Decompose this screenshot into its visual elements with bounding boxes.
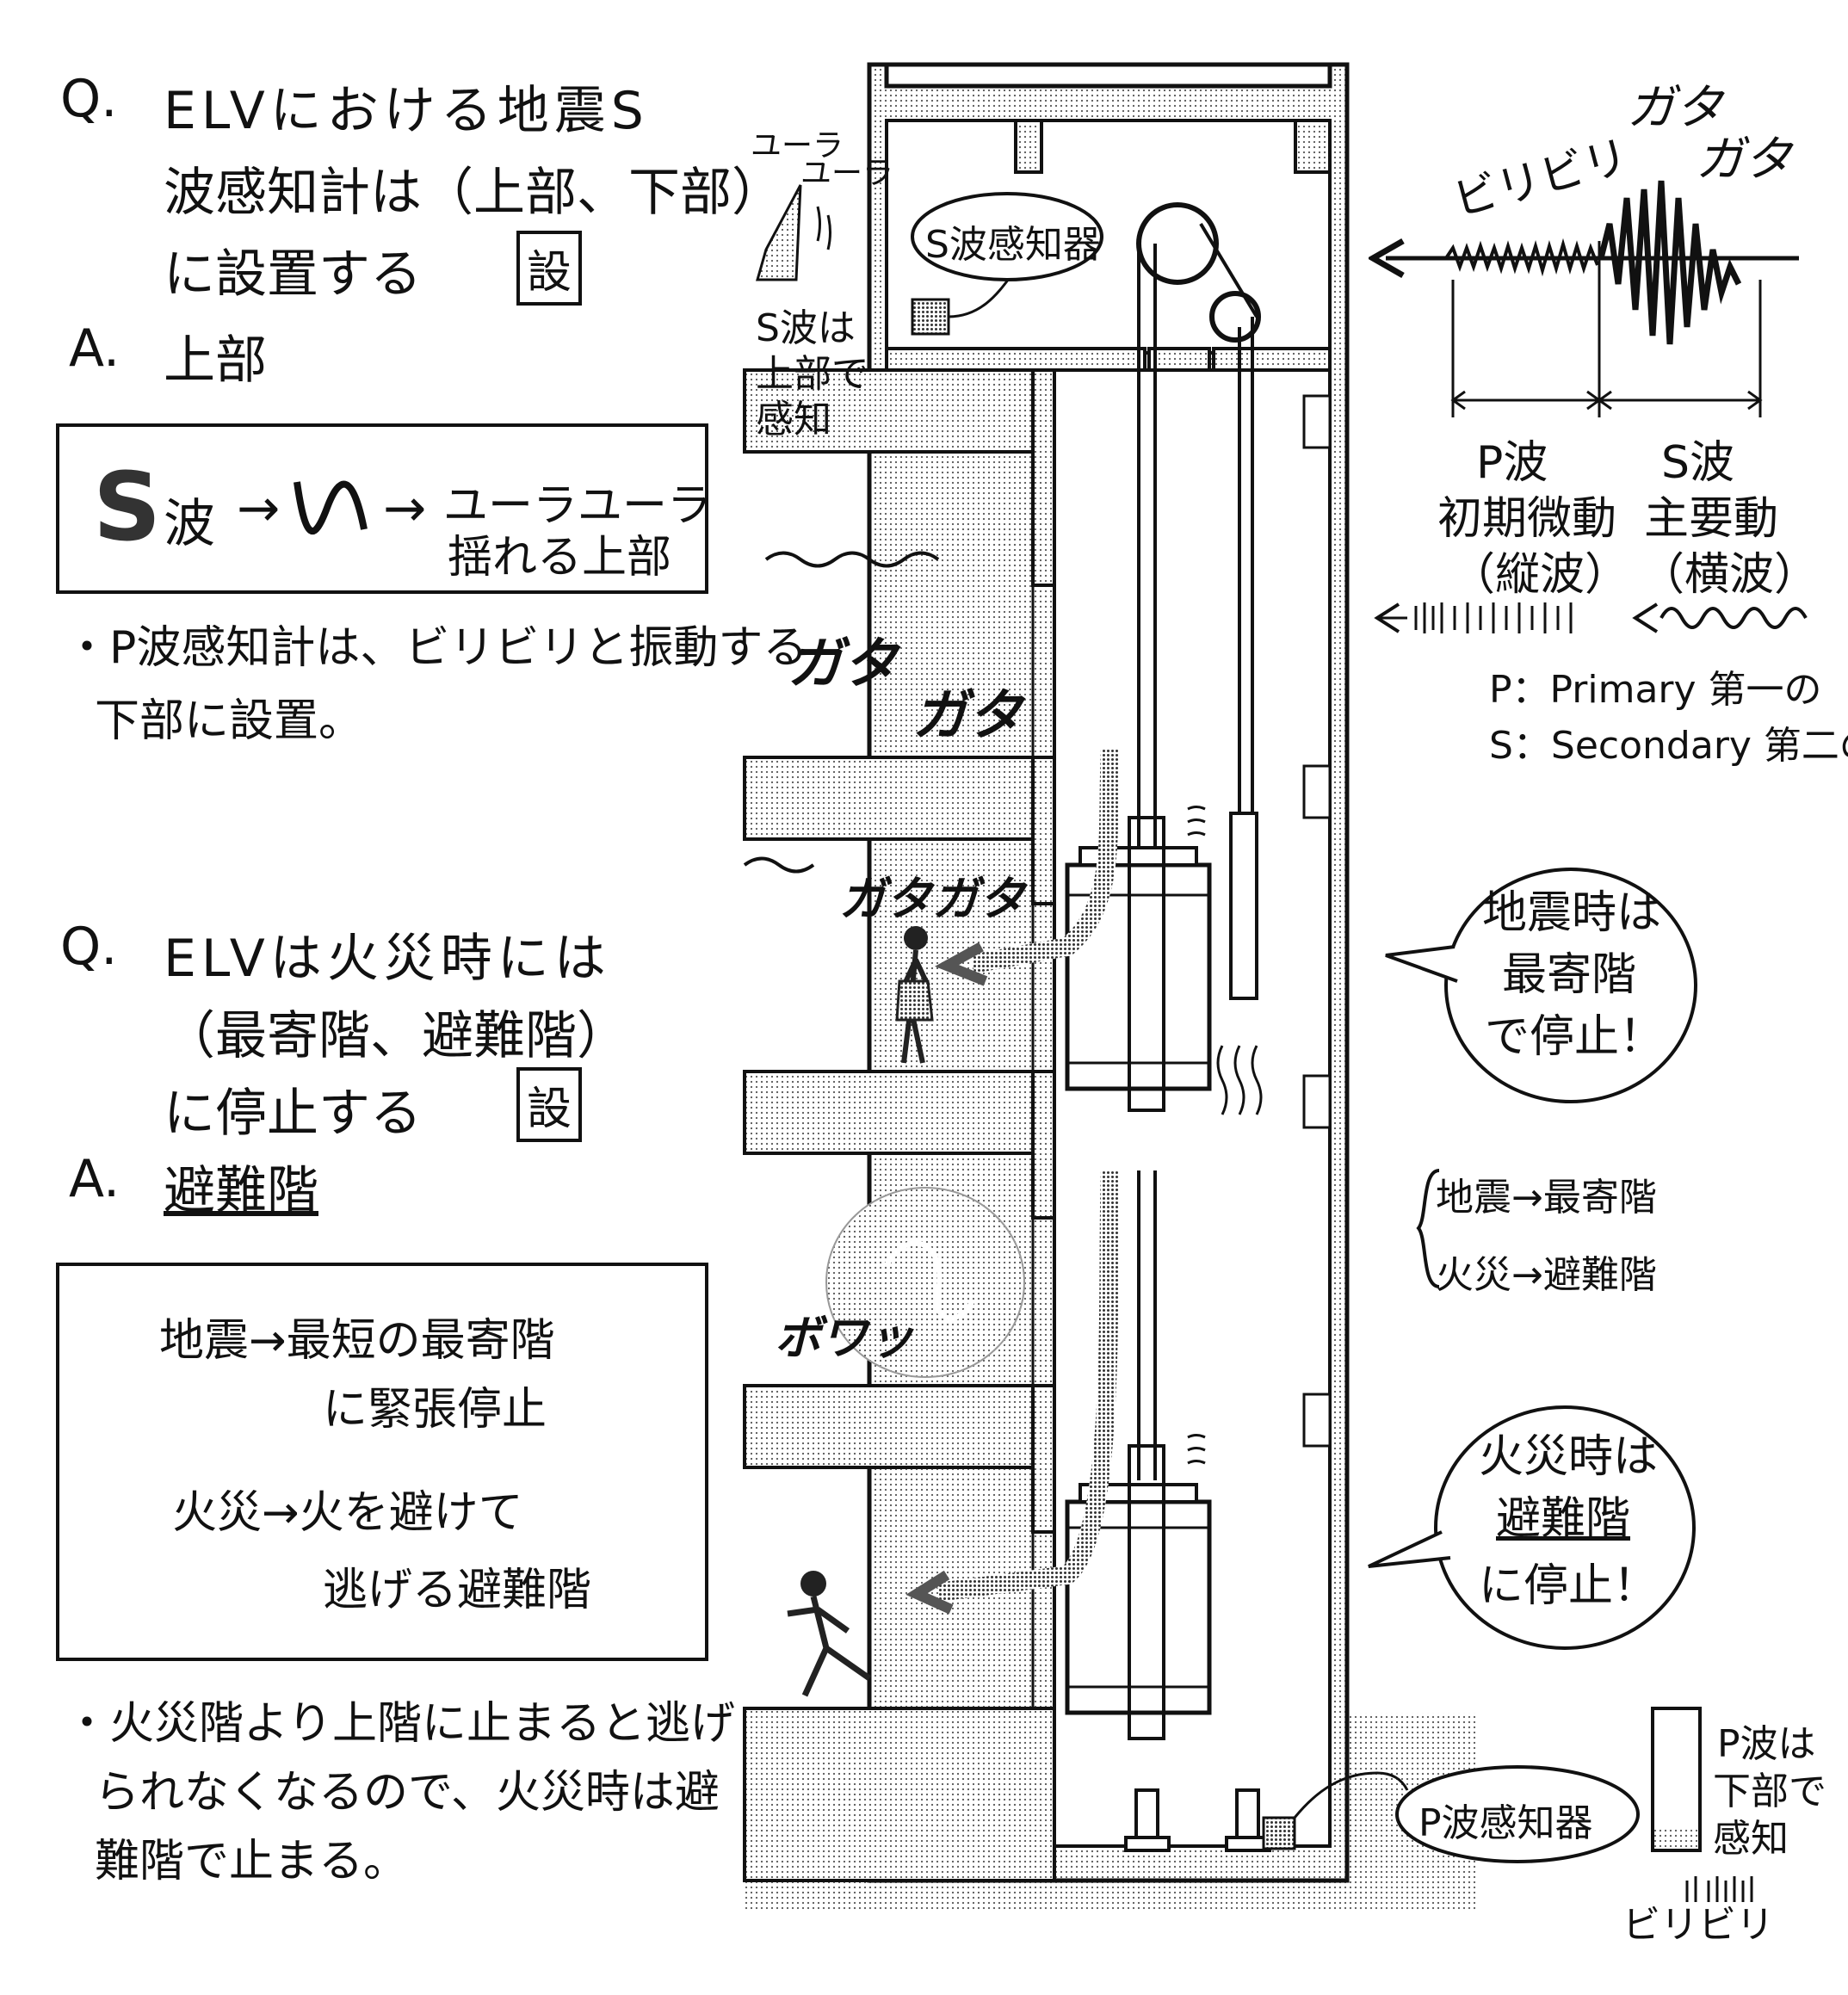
q1-line2: 波感知計は（上部、下部） [164, 163, 783, 223]
yura-1: ユーラ [751, 128, 844, 164]
s-sensor-bubble [911, 192, 1103, 281]
note1-line2: 下部に設置。 [95, 695, 364, 747]
s-wave-sensor [911, 298, 950, 336]
s-sensor-label: S波感知器 [925, 223, 1101, 267]
seismic-wave-figure [1369, 180, 1799, 417]
traction-sheave [1136, 202, 1219, 285]
q1-line3: に設置する [164, 244, 422, 305]
summary-row2: 火災→避難階 [1436, 1253, 1657, 1297]
summary-brace [1416, 1169, 1440, 1288]
a1-prefix: A. [69, 318, 121, 379]
gata-3: ガタガタ [839, 872, 1025, 926]
note2-line3: 難階で止まる。 [95, 1836, 409, 1887]
q2-badge: 設 [516, 1067, 583, 1142]
box2-line1: 地震→最短の最寄階 [159, 1315, 555, 1367]
exit-arrow-lower [936, 1170, 1120, 1602]
s-sense-1: S波は [756, 306, 856, 350]
s-wave-sub2: （横波） [1640, 549, 1820, 601]
person-woman [904, 926, 928, 950]
elevator-car-upper [1065, 862, 1212, 1091]
s-wave-title: S波 [1661, 437, 1735, 489]
note2-line1: ・火災階より上階に止まると逃げ [65, 1698, 735, 1750]
summary-box [56, 1263, 708, 1661]
gata-1: ガタ [788, 633, 898, 696]
s-box-line1: ユーラユーラ [443, 480, 713, 532]
deflector-sheave [1209, 291, 1261, 343]
summary-row1: 地震→最寄階 [1436, 1176, 1657, 1220]
quake-bubble-line3: で停止！ [1485, 1011, 1665, 1063]
p-sense-1: P波は [1717, 1722, 1816, 1766]
def-secondary: S：Secondary 第二の [1489, 724, 1848, 768]
fire-bubble-line2: 避難階 [1496, 1493, 1631, 1545]
wave-samples [1374, 602, 1808, 633]
person-runner [800, 1571, 826, 1597]
quake-bubble-line2: 最寄階 [1502, 949, 1637, 1001]
p-wave-sub2: （縦波） [1450, 549, 1630, 601]
s-wave-box [56, 423, 708, 594]
q1-prefix: Q. [60, 69, 118, 129]
p-wave-sensor [1262, 1816, 1296, 1850]
q2-line1: ELVは火災時には [164, 929, 611, 989]
bowa: ボワッ [775, 1311, 914, 1365]
fire-smoke [825, 1187, 1025, 1378]
counterweight [1229, 812, 1258, 1000]
a2-answer: 避難階 [164, 1161, 318, 1221]
p-sense-2: 下部で [1713, 1770, 1826, 1813]
slab-top [743, 368, 1035, 454]
a1-answer: 上部 [164, 330, 267, 391]
gata-2: ガタ [912, 684, 1023, 748]
note2-line2: られなくなるので、火災時は避 [95, 1767, 720, 1819]
s-wave-sub1: 主要動 [1644, 493, 1779, 545]
gata-label-2: ガタ [1696, 132, 1792, 188]
yura-2: ユーラ [800, 156, 894, 191]
gata-label-1: ガタ [1627, 80, 1723, 136]
quake-bubble [1444, 868, 1697, 1103]
s-arrow-1: → [237, 479, 281, 539]
note1-line1: ・P波感知計は、ビリビリと振動する [65, 622, 808, 674]
s-wave-curve [294, 480, 368, 534]
p-wave-sub1: 初期微動 [1437, 493, 1617, 545]
a2-prefix: A. [69, 1149, 121, 1209]
fire-bubble-line1: 火災時は [1479, 1431, 1659, 1483]
box2-line3: 火災→火を避けて [172, 1487, 523, 1539]
q1-badge: 設 [516, 231, 583, 306]
fire-bubble [1434, 1405, 1696, 1650]
p-sensor-bubble [1395, 1765, 1640, 1863]
swaying-building [756, 184, 802, 281]
exit-arrow-upper [971, 748, 1120, 973]
slab-4 [743, 1384, 1052, 1469]
slab-2 [743, 756, 1052, 841]
p-sense-3: 感知 [1713, 1817, 1789, 1861]
q2-line2: （最寄階、避難階） [164, 1006, 628, 1066]
box2-line4: 逃げる避難階 [323, 1565, 592, 1616]
q2-line3: に停止する [164, 1084, 422, 1144]
q2-prefix: Q. [60, 917, 118, 977]
s-box-line2: 揺れる上部 [448, 532, 672, 584]
biri-bottom: ビリビリ [1622, 1903, 1774, 1947]
def-primary: P：Primary 第一の [1489, 668, 1822, 712]
buffer-left [1134, 1788, 1159, 1839]
fire-bubble-line3: に停止！ [1479, 1560, 1659, 1612]
buffer-right [1235, 1788, 1260, 1839]
q1-line1: ELVにおける地震S [164, 81, 649, 141]
slab-ground [743, 1707, 1056, 1882]
p-wave-title: P波 [1476, 437, 1548, 489]
s-sense-2: 上部で [756, 352, 869, 396]
quake-bubble-line1: 地震時は [1482, 887, 1662, 939]
mini-building [1651, 1707, 1702, 1852]
s-sense-3: 感知 [756, 398, 831, 442]
box2-line2: に緊張停止 [323, 1384, 547, 1436]
s-wave-word: 波 [164, 494, 215, 554]
slab-3 [743, 1070, 1052, 1155]
s-letter: S [93, 452, 162, 562]
s-arrow-2: → [383, 479, 427, 539]
p-sensor-label: P波感知器 [1418, 1801, 1593, 1845]
